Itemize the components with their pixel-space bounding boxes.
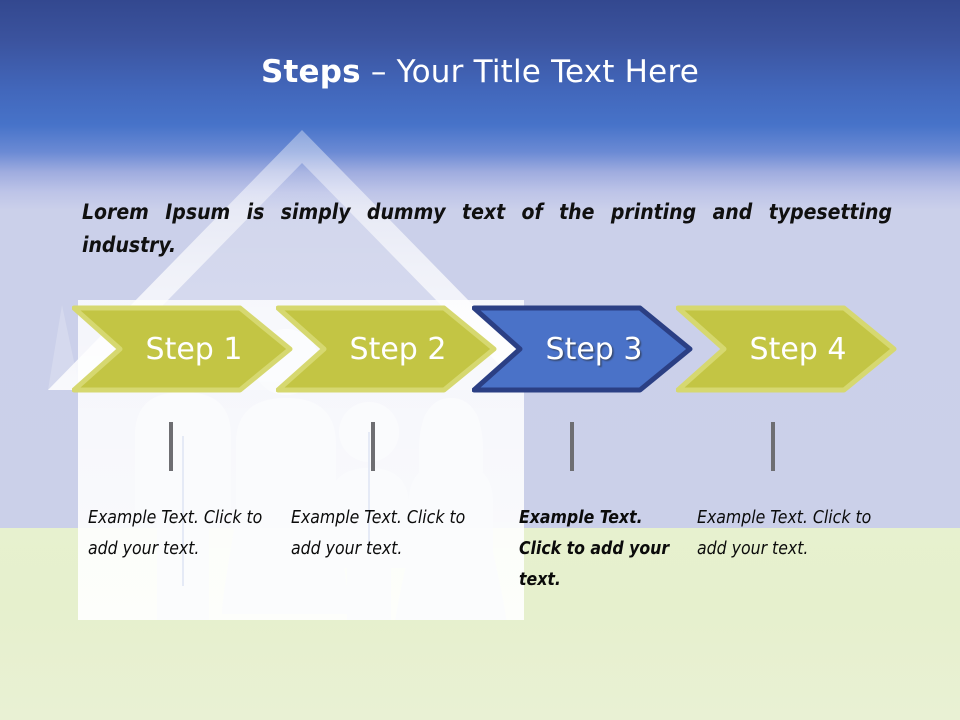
- slide-title-bold: Steps: [260, 54, 361, 90]
- step-arrow-3[interactable]: Step 3: [472, 296, 694, 402]
- step-caption-3: Example Text. Click to add your text.: [519, 508, 670, 590]
- slide-title: Steps – Your Title Text Here: [0, 52, 960, 92]
- step-caption-1: Example Text. Click to add your text.: [88, 508, 263, 559]
- slide-body-text: Lorem Ipsum is simply dummy text of the …: [82, 200, 892, 257]
- steps-arrow-row: Step 1 Step 2 Step 3 Step 4: [0, 296, 960, 402]
- connector-tick-4: [771, 422, 775, 471]
- slide-title-rest: – Your Title Text Here: [360, 54, 699, 90]
- connector-tick-3: [570, 422, 574, 471]
- step-arrow-4[interactable]: Step 4: [676, 296, 898, 402]
- step-arrow-1[interactable]: Step 1: [72, 296, 294, 402]
- connector-tick-2: [371, 422, 375, 471]
- connector-tick-1: [169, 422, 173, 471]
- step-arrow-2[interactable]: Step 2: [276, 296, 498, 402]
- step-caption-2: Example Text. Click to add your text.: [291, 508, 466, 559]
- step-caption-4: Example Text. Click to add your text.: [697, 508, 872, 559]
